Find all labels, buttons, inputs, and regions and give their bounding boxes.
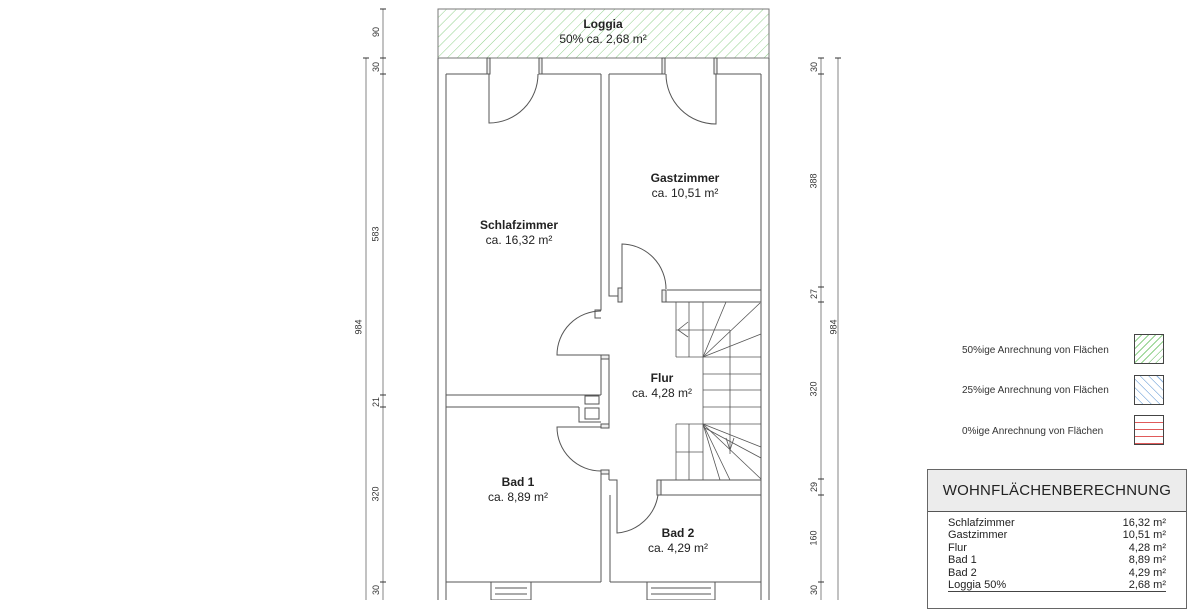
room-area: ca. 4,29 m²	[647, 541, 709, 555]
row-area: 10,51 m²	[1122, 529, 1166, 542]
room-flur: Flur ca. 4,28 m²	[632, 371, 692, 401]
room-name: Bad 2	[661, 526, 695, 540]
dim-right-388: 388	[808, 173, 819, 189]
dim-right-320: 320	[808, 381, 819, 397]
table-row: Gastzimmer 10,51 m²	[948, 529, 1166, 541]
dim-left-30-top: 30	[371, 61, 382, 73]
row-area: 4,28 m²	[1128, 541, 1166, 554]
row-area: 4,29 m²	[1128, 566, 1166, 579]
room-name: Flur	[650, 371, 674, 385]
dim-right-27: 27	[809, 288, 820, 300]
room-schlafzimmer: Schlafzimmer ca. 16,32 m²	[480, 218, 558, 248]
dim-left-30-bottom: 30	[371, 584, 382, 596]
loggia-area	[437, 8, 770, 59]
dim-left-583: 583	[370, 226, 381, 242]
hatch-25-swatch-icon	[1134, 375, 1164, 405]
room-name: Schlafzimmer	[479, 218, 559, 232]
room-area: ca. 10,51 m²	[651, 186, 719, 200]
door-swings	[488, 73, 717, 534]
row-room: Bad 1	[948, 554, 977, 567]
dim-right-29: 29	[809, 481, 820, 493]
legend-label-0: 0%ige Anrechnung von Flächen	[962, 426, 1104, 437]
room-area: ca. 4,28 m²	[631, 386, 693, 400]
dim-left-21: 21	[371, 396, 382, 408]
table-row: Bad 2 4,29 m²	[948, 567, 1166, 579]
dim-right-30-bottom: 30	[809, 584, 820, 596]
dim-right-160: 160	[808, 530, 819, 546]
room-area: ca. 8,89 m²	[487, 490, 549, 504]
dim-left-320: 320	[370, 486, 381, 502]
row-area: 8,89 m²	[1128, 554, 1166, 567]
room-gastzimmer: Gastzimmer ca. 10,51 m²	[651, 171, 720, 201]
interior-walls	[446, 74, 761, 600]
outer-walls	[437, 57, 770, 600]
dim-right-30-top: 30	[809, 61, 820, 73]
row-room: Flur	[948, 541, 967, 554]
room-name: Loggia	[583, 17, 623, 31]
room-name: Bad 1	[501, 475, 535, 489]
staircase	[675, 301, 762, 481]
row-room: Bad 2	[948, 566, 977, 579]
row-room: Gastzimmer	[948, 529, 1008, 542]
room-loggia: Loggia 50% ca. 2,68 m²	[559, 17, 646, 47]
hatch-0-swatch-icon	[1134, 415, 1164, 445]
table-row: Bad 1 8,89 m²	[948, 554, 1166, 566]
table-title: WOHNFLÄCHENBERECHNUNG	[928, 470, 1186, 512]
row-area: 2,68 m²	[1128, 579, 1166, 592]
dimension-lines	[363, 8, 841, 600]
dim-right-overall: 984	[828, 319, 839, 335]
room-area: 50% ca. 2,68 m²	[559, 32, 647, 46]
legend-label-25: 25%ige Anrechnung von Flächen	[962, 385, 1109, 396]
table-row: Flur 4,28 m²	[948, 542, 1166, 554]
room-area: ca. 16,32 m²	[485, 233, 553, 247]
dim-left-90: 90	[371, 26, 382, 38]
row-room: Schlafzimmer	[948, 517, 1015, 529]
legend-label-50: 50%ige Anrechnung von Flächen	[962, 345, 1109, 356]
room-bad-1: Bad 1 ca. 8,89 m²	[488, 475, 548, 505]
room-name: Gastzimmer	[650, 171, 720, 185]
row-room: Loggia 50%	[948, 579, 1007, 592]
area-calculation-table: WOHNFLÄCHENBERECHNUNG Schlafzimmer 16,32…	[927, 469, 1187, 609]
room-bad-2: Bad 2 ca. 4,29 m²	[648, 526, 708, 556]
row-area: 16,32 m²	[1122, 517, 1166, 529]
dim-left-overall: 984	[353, 319, 364, 335]
table-row: Schlafzimmer 16,32 m²	[948, 517, 1166, 529]
hatch-50-swatch-icon	[1134, 334, 1164, 364]
table-row: Loggia 50% 2,68 m²	[948, 579, 1166, 593]
